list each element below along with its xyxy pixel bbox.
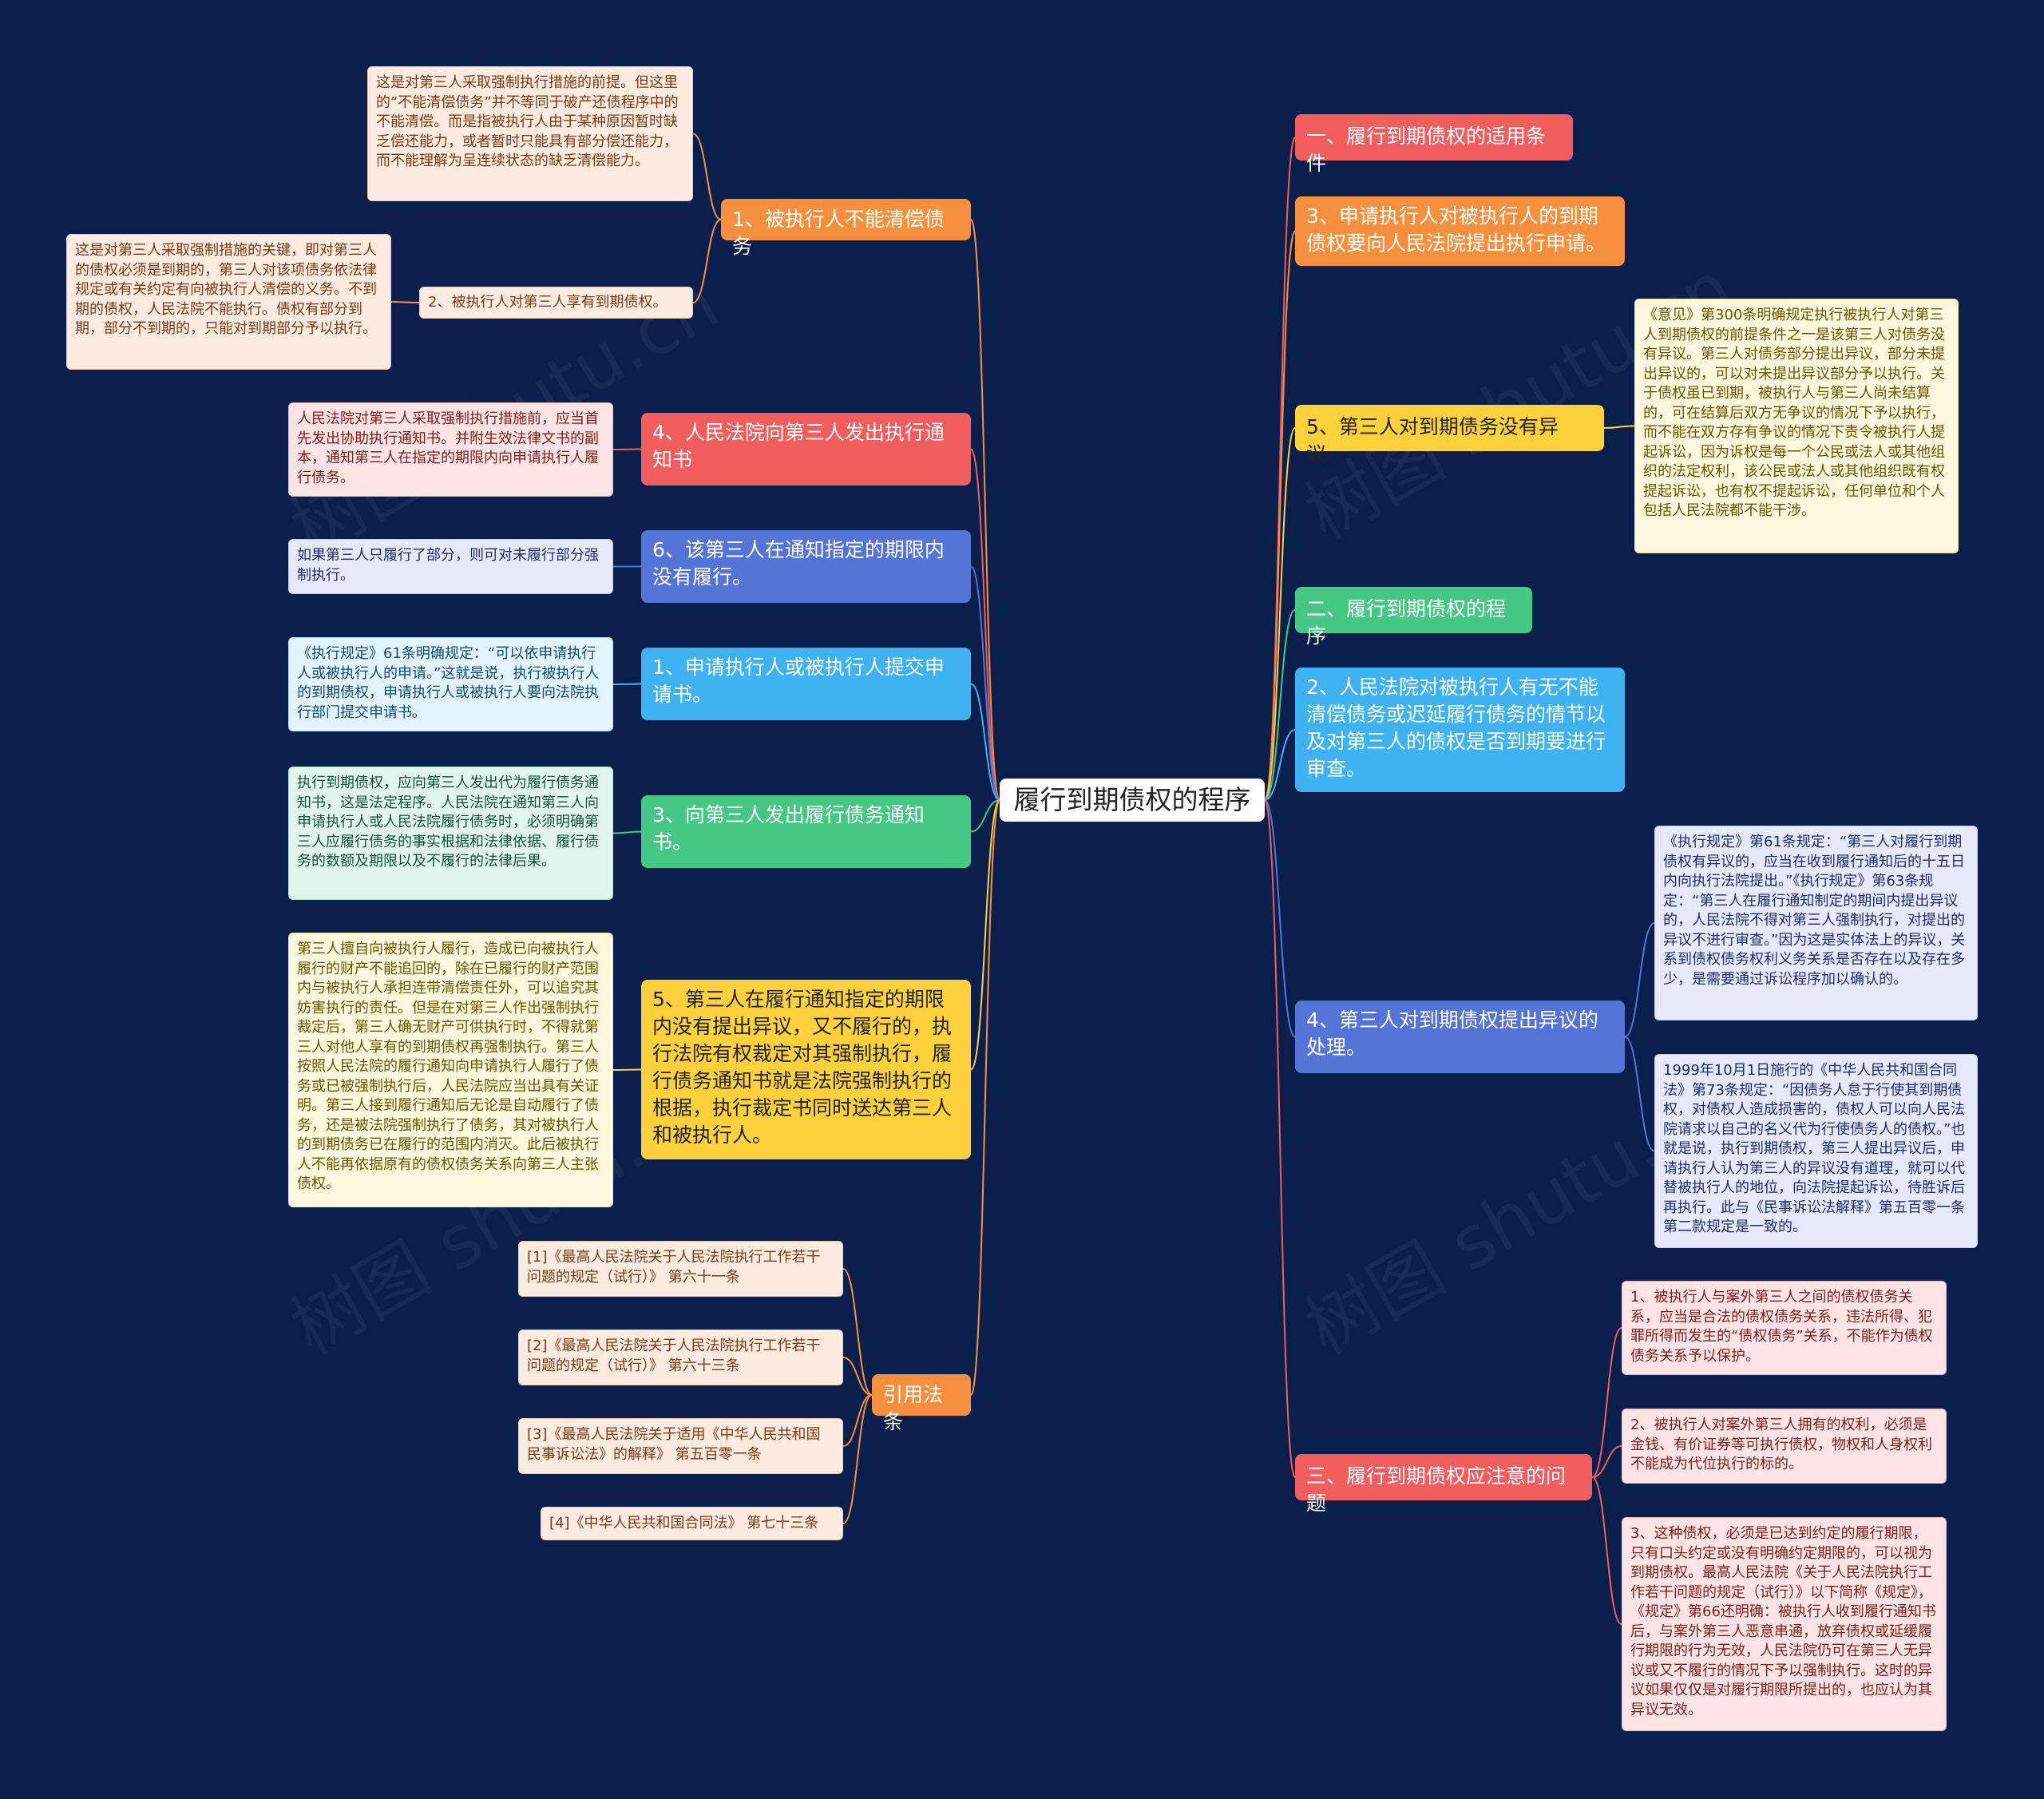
connector-line: [1264, 230, 1296, 801]
connector-line: [612, 683, 642, 685]
branch-submit-application[interactable]: 1、申请执行人或被执行人提交申请书。: [641, 648, 971, 720]
connector-line: [842, 1394, 873, 1524]
leaf-precaution-due-date: 3、这种债权，必须是已达到约定的履行期限，只有口头约定或没有明确约定期限的，可以…: [1622, 1517, 1947, 1731]
connector-line: [1264, 799, 1296, 1038]
connector-line: [692, 219, 722, 303]
connector-line: [1624, 1036, 1655, 1152]
branch-no-objection[interactable]: 5、第三人对到期债务没有异议。: [1295, 405, 1604, 466]
branch-procedure[interactable]: 二、履行到期债权的程序: [1295, 587, 1532, 648]
connector-line: [970, 565, 1000, 801]
connector-line: [970, 448, 1000, 801]
leaf-precaution-executable: 2、被执行人对案外第三人拥有的权利，必须是金钱、有价证券等可执行债权，物权和人身…: [1622, 1409, 1947, 1484]
leaf-cannot-pay-detail: 这是对第三人采取强制执行措施的前提。但这里的“不能清偿债务”并不等同于破产还债程…: [367, 66, 693, 201]
connector-line: [842, 1268, 873, 1396]
leaf-precaution-legal-debt: 1、被执行人与案外第三人之间的债权债务关系，应当是合法的债权债务关系，违法所得、…: [1622, 1281, 1947, 1375]
connector-line: [1624, 922, 1655, 1038]
branch-court-review[interactable]: 2、人民法院对被执行人有无不能清偿债务或迟延履行债务的情节以及对第三人的债权是否…: [1295, 668, 1625, 792]
branch-apply-to-court[interactable]: 3、申请执行人对被执行人的到期债权要向人民法院提出执行申请。: [1295, 196, 1625, 266]
connector-line: [1264, 609, 1296, 801]
branch-cited-laws[interactable]: 引用法条: [872, 1374, 971, 1433]
branch-notice-to-third-party[interactable]: 4、人民法院向第三人发出执行通知书: [641, 413, 971, 485]
connector-line: [1591, 1476, 1622, 1625]
connector-line: [1264, 799, 1296, 1478]
connector-line: [970, 799, 1000, 833]
connector-line: [1264, 427, 1296, 801]
leaf-notice-detail: 人民法院对第三人采取强制执行措施前，应当首先发出协助执行通知书。并附生效法律文书…: [288, 402, 613, 497]
connector-line: [842, 1394, 873, 1447]
connector-line: [970, 683, 1000, 801]
leaf-objection-rule-61-63: 《执行规定》第61条规定：“第三人对履行到期债权有异议的，应当在收到履行通知后的…: [1654, 826, 1978, 1020]
leaf-no-objection-detail: 《意见》第300条明确规定执行被执行人对第三人到期债权的前提条件之一是该第三人对…: [1634, 299, 1959, 553]
branch-precautions[interactable]: 三、履行到期债权应注意的问题: [1295, 1454, 1592, 1515]
branch-objection-handling[interactable]: 4、第三人对到期债权提出异议的处理。: [1295, 1001, 1625, 1073]
branch-performance-notice[interactable]: 3、向第三人发出履行债务通知书。: [641, 795, 971, 868]
branch-not-performed[interactable]: 6、该第三人在通知指定的期限内没有履行。: [641, 530, 971, 603]
connector-line: [970, 799, 1000, 1396]
cited-law-item[interactable]: [3]《最高人民法院关于适用《中华人民共和国民事诉讼法》的解释》 第五百零一条: [518, 1418, 843, 1474]
cited-law-item[interactable]: [1]《最高人民法院关于人民法院执行工作若干问题的规定（试行）》 第六十一条: [518, 1241, 843, 1297]
connector-line: [970, 219, 1000, 801]
branch-enforcement-ruling[interactable]: 5、第三人在履行通知指定的期限内没有提出异议，又不履行的，执行法院有权裁定对其强…: [641, 980, 971, 1159]
leaf-contract-law-73: 1999年10月1日施行的《中华人民共和国合同法》第73条规定：“因债务人怠于行…: [1654, 1054, 1978, 1248]
connector-line: [1591, 1445, 1622, 1478]
connector-line: [1603, 425, 1635, 429]
leaf-not-performed-detail: 如果第三人只履行了部分，则可对未履行部分强制执行。: [288, 539, 613, 594]
leaf-application-detail: 《执行规定》61条明确规定：“可以依申请执行人或被执行人的申请。”这就是说，执行…: [288, 637, 613, 731]
sub-debt-due[interactable]: 2、被执行人对第三人享有到期债权。: [419, 287, 693, 319]
leaf-enforcement-detail: 第三人擅自向被执行人履行，造成已向被执行人履行的财产不能追回的，除在已履行的财产…: [288, 933, 613, 1207]
leaf-performance-notice-detail: 执行到期债权，应向第三人发出代为履行债务通知书，这是法定程序。人民法院在通知第三…: [288, 767, 613, 900]
connector-line: [612, 830, 642, 834]
branch-debtor-cannot-pay[interactable]: 1、被执行人不能清偿债务: [721, 199, 971, 258]
connector-line: [692, 133, 722, 220]
leaf-debt-due-detail: 这是对第三人采取强制措施的关键，即对第三人的债权必须是到期的，第三人对该项债务依…: [66, 234, 391, 370]
root-topic[interactable]: 履行到期债权的程序: [1000, 779, 1265, 822]
connector-line: [970, 799, 1000, 1071]
cited-law-item[interactable]: [4]《中华人民共和国合同法》 第七十三条: [541, 1507, 843, 1540]
connector-line: [612, 1068, 642, 1071]
branch-applicable-conditions[interactable]: 一、履行到期债权的适用条件: [1295, 114, 1573, 175]
connector-line: [1264, 729, 1296, 801]
connector-line: [842, 1357, 873, 1396]
connector-line: [390, 301, 420, 303]
connector-line: [1591, 1327, 1622, 1478]
cited-law-item[interactable]: [2]《最高人民法院关于人民法院执行工作若干问题的规定（试行）》 第六十三条: [518, 1329, 843, 1385]
